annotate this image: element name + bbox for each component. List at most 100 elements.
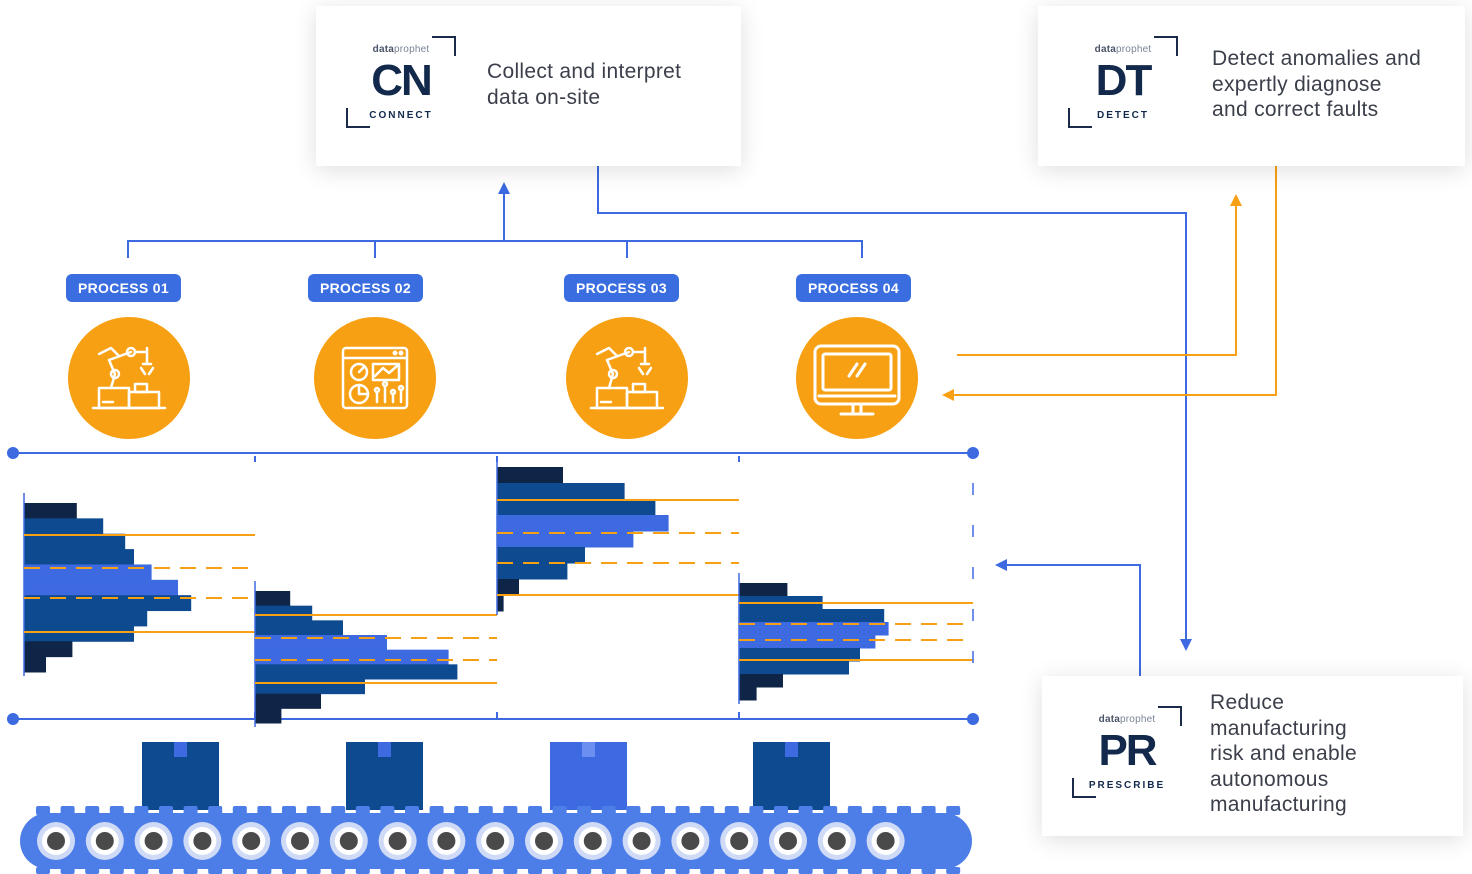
belt-tooth (257, 867, 272, 874)
belt-tooth (528, 806, 542, 815)
histogram-bar (24, 533, 126, 550)
histogram-bar (739, 687, 757, 701)
prescribe-logo: dataprophet PR PRESCRIBE (1072, 706, 1182, 798)
belt-tooth (429, 806, 444, 815)
belt-tooth (601, 867, 616, 874)
package-tape (785, 742, 798, 757)
belt-tooth (749, 806, 764, 815)
belt-tooth (872, 867, 887, 874)
belt-tooth (282, 806, 296, 815)
connect-to-prescribe-arrow (597, 166, 1192, 651)
process-03-label: PROCESS 03 (564, 274, 679, 302)
belt-tooth (183, 867, 198, 874)
belt-tooth (651, 867, 665, 874)
detect-logo: dataprophet DT DETECT (1068, 36, 1178, 128)
roller-hub (339, 832, 358, 850)
belt-tooth (109, 867, 124, 874)
dashboard-analytics-icon (341, 346, 409, 410)
belt-tooth (897, 867, 911, 874)
belt-tooth (774, 806, 788, 815)
histogram-bar (739, 661, 849, 675)
belt-tooth (946, 806, 961, 815)
detect-card: dataprophet DT DETECT Detect anomalies a… (1038, 6, 1465, 166)
belt-tooth (134, 867, 149, 874)
belt-tooth (355, 867, 370, 874)
roller-hub (291, 832, 309, 850)
histogram-bar (255, 591, 291, 607)
histogram-bar (255, 664, 458, 680)
belt-tooth (232, 806, 247, 815)
histogram-bar (739, 622, 889, 636)
belt-tooth (405, 806, 419, 815)
histogram-bar (497, 499, 656, 516)
brand-wordmark: dataprophet (1098, 714, 1156, 725)
belt-tooth (208, 806, 223, 815)
roller-hub (779, 832, 797, 850)
process-tree-connector (127, 182, 863, 258)
histogram-bar (24, 595, 192, 612)
process-02-label: PROCESS 02 (308, 274, 423, 302)
prescribe-product-name: PRESCRIBE (1088, 780, 1166, 791)
roller-hub (730, 832, 749, 850)
belt-tooth (798, 806, 813, 815)
belt-tooth (331, 867, 346, 874)
belt-tooth (134, 806, 149, 815)
belt-tooth (478, 806, 493, 815)
belt-tooth (60, 806, 75, 815)
belt-tooth (429, 867, 444, 874)
histogram-bar (497, 531, 634, 548)
belt-tooth (85, 806, 100, 815)
process-to-detect-arrow (957, 194, 1242, 356)
histogram-bar (497, 467, 563, 484)
brand-wordmark: dataprophet (1094, 44, 1152, 55)
histogram-bar (497, 579, 519, 596)
package-tape (378, 742, 391, 757)
belt-tooth (700, 867, 715, 874)
roller-hub (632, 832, 651, 850)
connect-monogram: CN (371, 56, 433, 105)
prescribe-card: dataprophet PR PRESCRIBE Reduce manufact… (1042, 676, 1463, 836)
belt-tooth (36, 867, 50, 874)
histogram-bar (739, 674, 783, 688)
belt-tooth (331, 806, 346, 815)
robot-arm-icon (91, 346, 167, 410)
belt-tooth (552, 806, 567, 815)
process-03-circle (566, 317, 688, 439)
prescribe-description: Reduce manufacturing risk and enable aut… (1210, 691, 1357, 816)
roller-hub (535, 832, 553, 850)
detect-to-process-arrow (942, 166, 1277, 401)
belt-tooth (724, 867, 739, 874)
belt-tooth (183, 806, 198, 815)
belt-tooth (85, 867, 100, 874)
roller-hub (681, 832, 700, 850)
monitor-icon (813, 344, 901, 416)
prescribe-to-process-arrow (995, 559, 1141, 676)
connect-card: dataprophet CN CONNECT Collect and inter… (316, 6, 741, 166)
detect-description: Detect anomalies and expertly diagnose a… (1212, 47, 1422, 121)
histogram-bar (255, 605, 313, 621)
process-01-label: PROCESS 01 (66, 274, 181, 302)
belt-tooth (528, 867, 542, 874)
belt-tooth (675, 806, 690, 815)
histogram-bar (497, 595, 504, 612)
belt-tooth (700, 806, 715, 815)
histogram-bar (739, 635, 876, 649)
belt-tooth (921, 867, 936, 874)
process-icons (68, 317, 918, 439)
histogram-bar (24, 579, 178, 596)
histogram-bar (24, 503, 77, 519)
roller-hub (193, 832, 212, 850)
histogram-bar (497, 563, 568, 580)
roller-hub (144, 832, 163, 850)
detect-monogram: DT (1095, 56, 1153, 105)
belt-tooth (847, 867, 862, 874)
belt-tooth (823, 806, 838, 815)
belt-tooth (847, 806, 862, 815)
belt-tooth (380, 867, 395, 874)
belt-tooth (872, 806, 887, 815)
histogram-bar (24, 656, 46, 673)
belt-tooth (798, 867, 813, 874)
belt-tooth (355, 806, 370, 815)
belt-tooth (724, 806, 739, 815)
belt-tooth (946, 867, 961, 874)
